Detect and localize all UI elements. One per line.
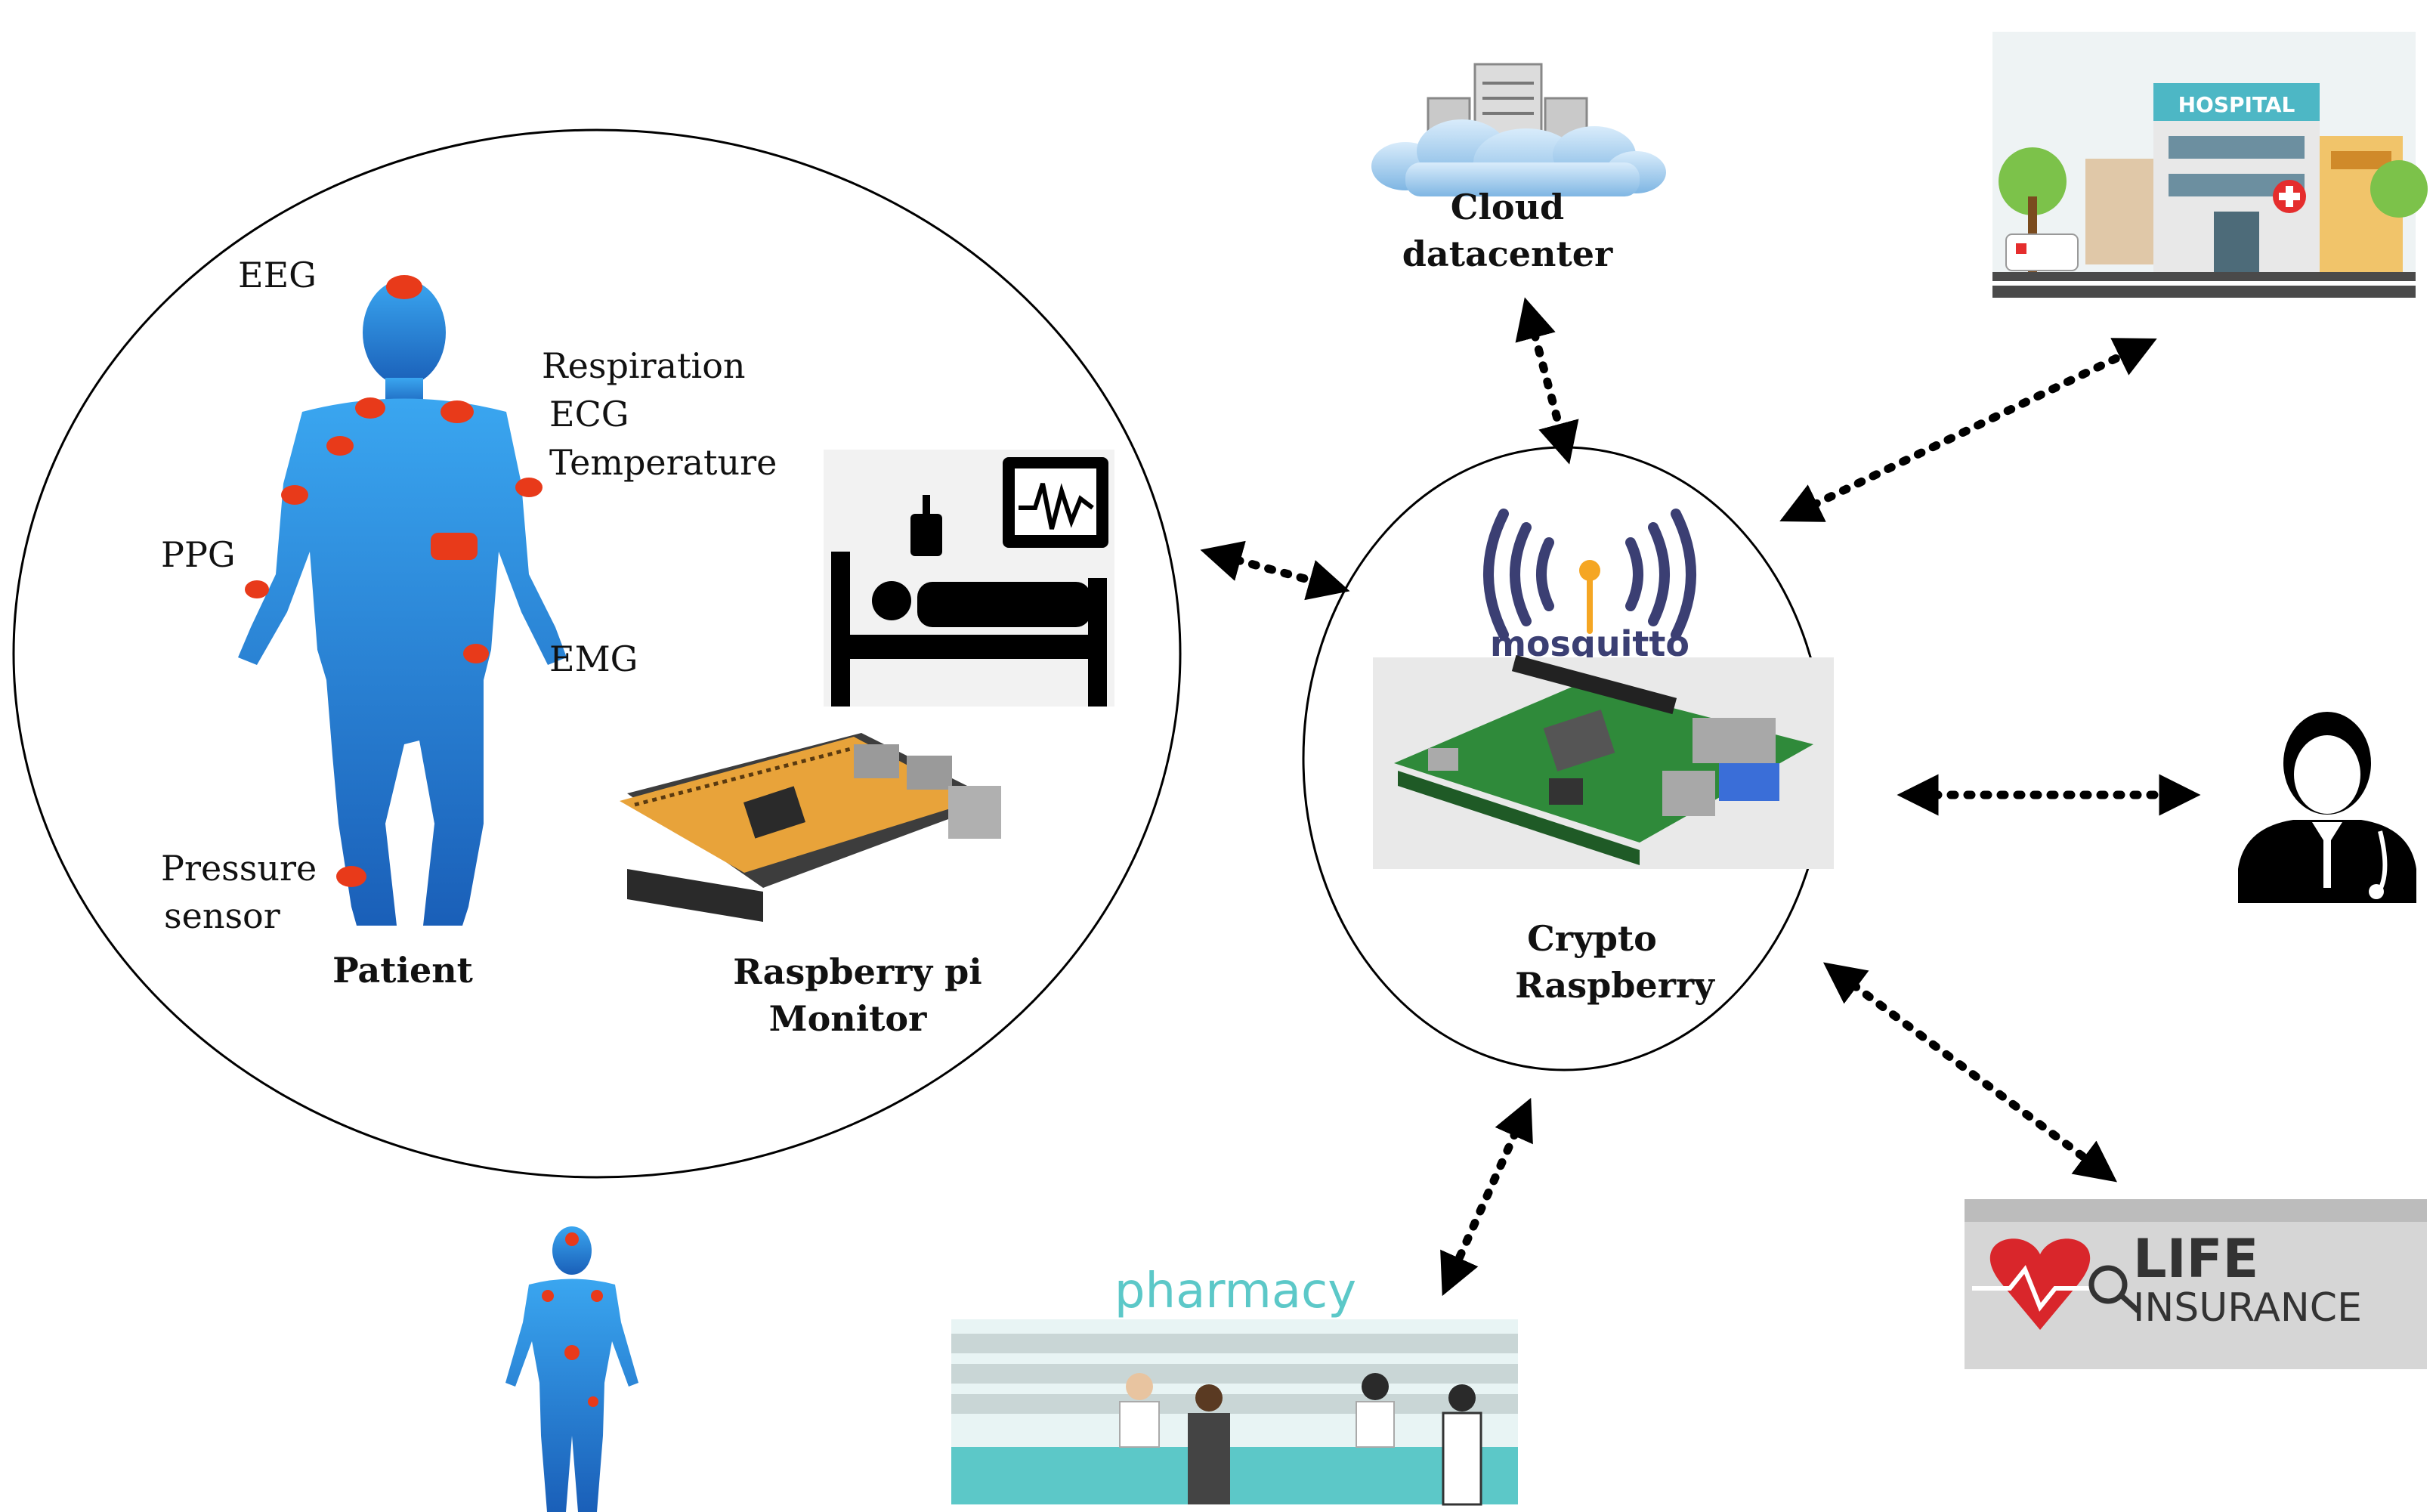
arrow-patient-hub <box>1200 540 1350 601</box>
hospital-sign: HOSPITAL <box>2178 92 2295 117</box>
patient-caption: Patient <box>332 950 474 991</box>
label-respiration: Respiration <box>542 345 746 386</box>
monitor-caption-line2: Monitor <box>769 998 927 1039</box>
hub-caption-line2: Raspberry <box>1515 965 1715 1006</box>
mosquitto-broker-icon <box>1483 509 1696 640</box>
monitor-caption-line1: Raspberry pi <box>733 951 982 992</box>
label-emg: EMG <box>549 639 638 679</box>
arrow-hub-pharmacy <box>1440 1097 1533 1297</box>
raspberry-pi-monitor-board-icon <box>620 733 1001 922</box>
hospital-building-icon: HOSPITAL <box>1992 32 2428 298</box>
label-temperature: Temperature <box>549 442 777 483</box>
pharmacy-store-icon: pharmacy <box>951 1263 1518 1506</box>
cloud-caption-line2: datacenter <box>1402 233 1613 274</box>
cloud-caption-line1: Cloud <box>1451 187 1564 227</box>
patient-area-circle <box>12 128 1182 1179</box>
connections <box>1200 297 2201 1297</box>
label-pressure: Pressure <box>161 848 317 889</box>
hub-caption-line1: Crypto <box>1527 918 1657 959</box>
small-sensor-dots <box>542 1232 603 1407</box>
cloud-server-icon <box>1371 63 1666 196</box>
label-ecg: ECG <box>549 394 629 434</box>
raspberry-pi-board-icon <box>1373 654 1834 869</box>
label-ppg: PPG <box>161 534 236 575</box>
sensor-dots <box>245 275 543 887</box>
pharmacy-title: pharmacy <box>1114 1263 1356 1319</box>
arrow-hub-cloud <box>1515 297 1579 465</box>
label-sensor: sensor <box>164 895 280 936</box>
life-insurance-icon: LIFE INSURANCE <box>1965 1199 2427 1369</box>
arrow-hub-insurance <box>1822 962 2118 1183</box>
hospital-bed-monitor-icon <box>824 450 1114 707</box>
insurance-line2: INSURANCE <box>2133 1285 2362 1331</box>
doctor-icon <box>2238 712 2416 903</box>
label-eeg: EEG <box>238 255 317 295</box>
small-human-body-icon <box>505 1226 638 1512</box>
insurance-line1: LIFE <box>2133 1228 2258 1290</box>
arrow-hub-hospital <box>1779 338 2157 522</box>
human-body-icon <box>238 280 567 926</box>
